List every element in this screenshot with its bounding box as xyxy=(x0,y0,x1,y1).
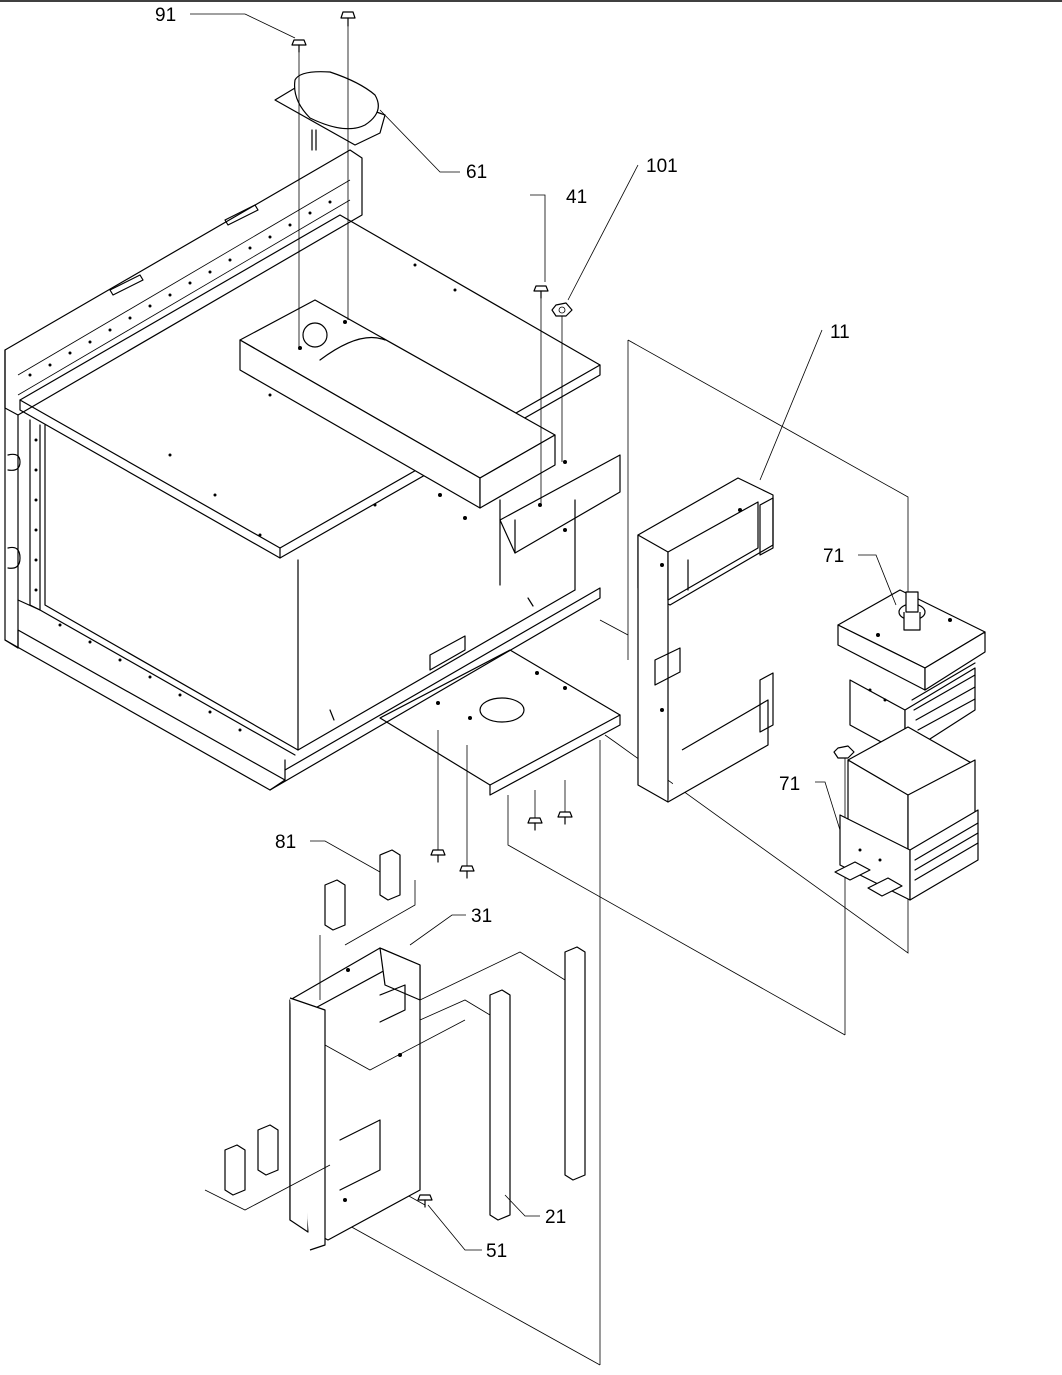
callout-21: 21 xyxy=(545,1207,566,1228)
bars-21 xyxy=(324,946,586,1221)
bracket-31 xyxy=(289,947,421,1251)
screw-41 xyxy=(533,285,549,299)
stirrer-motor xyxy=(274,71,386,151)
side-flange xyxy=(499,454,621,554)
screw-51 xyxy=(417,1194,433,1208)
callout-81: 81 xyxy=(275,832,296,853)
cavity-assembly xyxy=(4,149,601,791)
screws-bottom-plate xyxy=(430,811,573,879)
callout-51: 51 xyxy=(486,1241,507,1262)
screw-91 xyxy=(291,39,307,53)
callout-101: 101 xyxy=(646,156,678,177)
posts-81 xyxy=(204,849,416,1211)
screws xyxy=(291,11,855,1208)
callout-labels: 91 61 101 41 11 71 71 81 31 21 51 xyxy=(155,5,850,1262)
frame-holes xyxy=(28,200,332,732)
callout-61: 61 xyxy=(466,162,487,183)
magnetron-lower xyxy=(834,726,979,901)
bottom-plate xyxy=(379,649,621,796)
waveguide-box xyxy=(239,299,567,532)
screw-top xyxy=(340,11,356,27)
bracket-11 xyxy=(637,477,774,803)
assembly-axis-lines xyxy=(298,26,909,1366)
callout-41: 41 xyxy=(566,187,587,208)
leader-lines xyxy=(190,13,897,1251)
callout-11: 11 xyxy=(830,322,850,343)
nut-magnetron xyxy=(833,745,855,759)
nut-101 xyxy=(551,302,573,317)
callout-71-upper: 71 xyxy=(823,546,844,567)
callout-31: 31 xyxy=(471,906,492,927)
callout-91: 91 xyxy=(155,5,176,26)
callout-71-lower: 71 xyxy=(779,774,800,795)
